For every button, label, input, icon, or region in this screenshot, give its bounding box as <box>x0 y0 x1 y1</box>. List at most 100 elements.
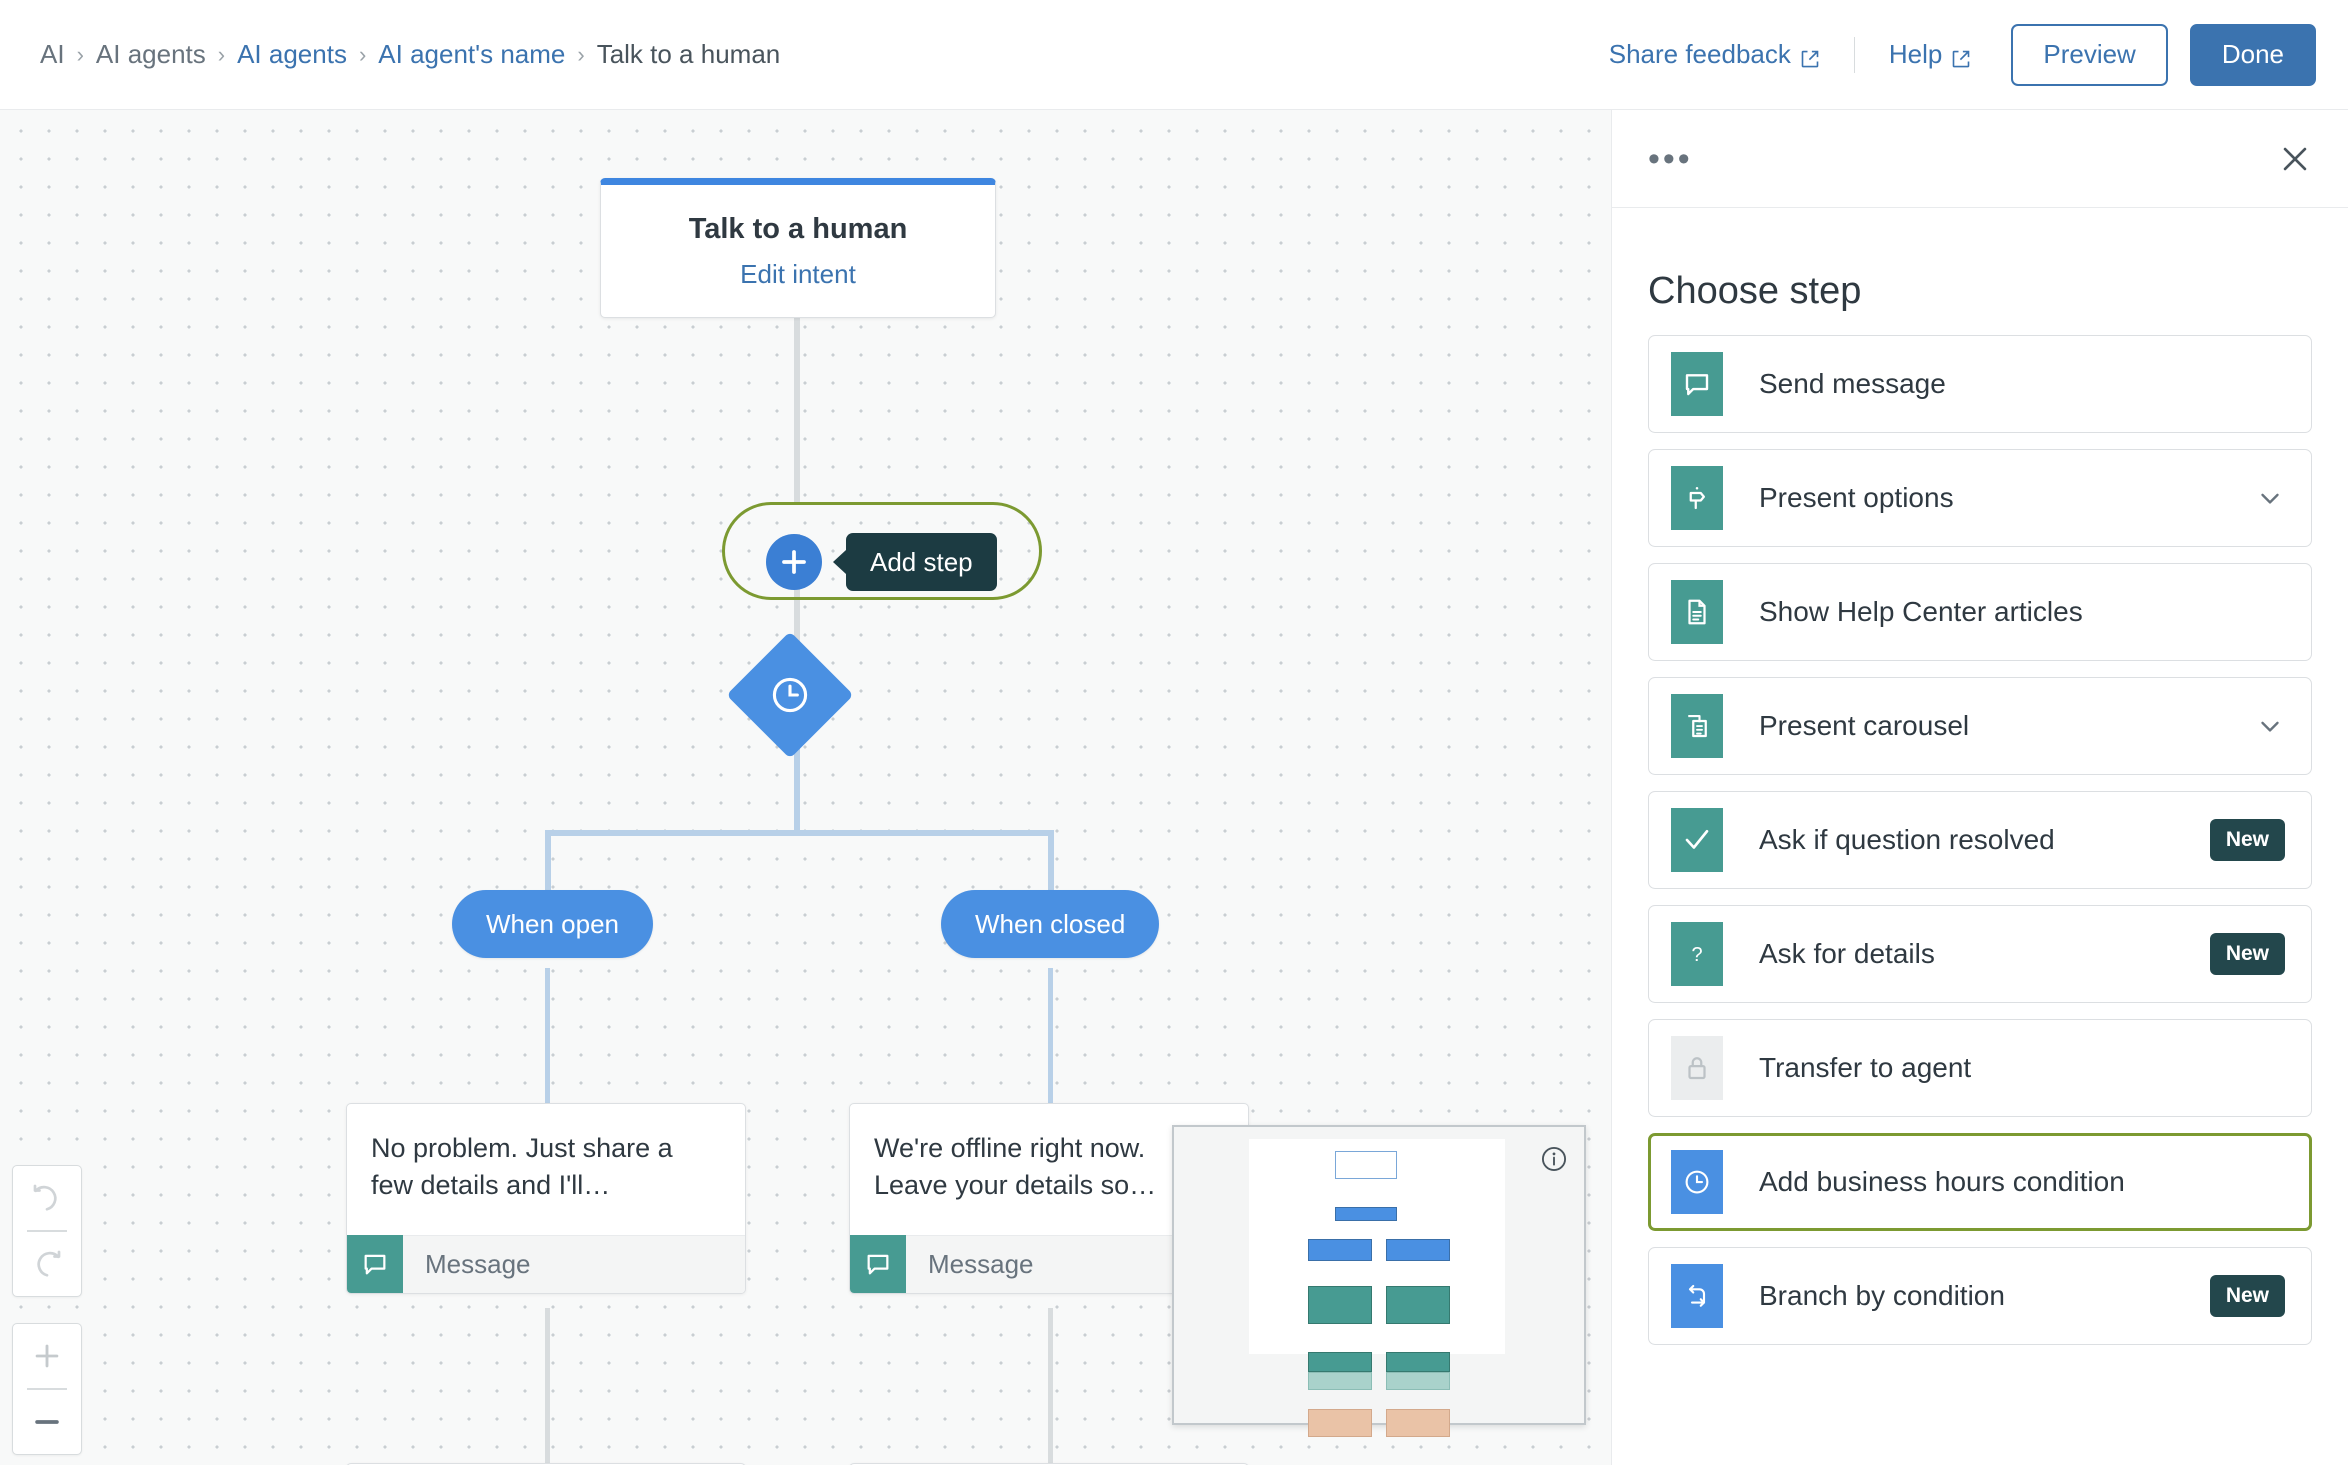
message-card-type-label: Message <box>928 1248 1034 1279</box>
svg-text:?: ? <box>1691 944 1702 966</box>
plus-icon <box>35 1344 59 1368</box>
preview-shape-transfer-right <box>1386 1409 1450 1437</box>
undo-icon <box>33 1184 57 1211</box>
connector-line <box>545 830 551 898</box>
more-options-icon[interactable]: ••• <box>1648 139 1693 178</box>
preview-shape-ask-right-top <box>1386 1352 1450 1372</box>
breadcrumb-separator: › <box>358 41 367 67</box>
connector-line <box>794 318 800 504</box>
step-option-show-help-center-articles[interactable]: Show Help Center articles <box>1648 563 2312 661</box>
question-mark-icon: ? <box>1671 922 1723 986</box>
minus-icon <box>35 1420 59 1424</box>
top-bar-actions: Share feedback Help Preview Done <box>1609 23 2316 86</box>
add-step-focus-ring <box>722 502 1042 600</box>
breadcrumb-item-3[interactable]: AI agent's name <box>378 39 566 69</box>
check-icon <box>1671 808 1723 872</box>
step-option-add-business-hours-condition[interactable]: Add business hours condition <box>1648 1133 2312 1231</box>
preview-shape-branch-left <box>1308 1239 1372 1261</box>
share-feedback-label: Share feedback <box>1608 39 1791 69</box>
preview-shape-message-right <box>1386 1286 1450 1324</box>
connector-line <box>794 738 800 834</box>
help-link[interactable]: Help <box>1889 39 1971 70</box>
speech-bubble-icon <box>850 1235 906 1293</box>
connector-line <box>545 1308 550 1465</box>
help-label: Help <box>1888 39 1943 69</box>
message-card-footer: Message <box>347 1234 745 1293</box>
flow-canvas[interactable]: Talk to a human Edit intent Add step Whe… <box>0 110 1611 1465</box>
connector-line <box>1048 968 1053 1106</box>
plus-icon <box>782 550 806 574</box>
zoom-out-button[interactable] <box>12 1390 82 1454</box>
connector-line <box>1048 1308 1053 1465</box>
edit-intent-link[interactable]: Edit intent <box>740 258 856 289</box>
diagram-preview-popup[interactable] <box>1172 1125 1586 1437</box>
preview-shape-transfer-left <box>1308 1409 1372 1437</box>
undo-redo-toolbar <box>12 1165 82 1297</box>
connector-line <box>545 968 550 1106</box>
step-option-label: Send message <box>1759 368 1946 399</box>
new-badge: New <box>2209 1275 2285 1317</box>
top-bar: AI›AI agents›AI agents›AI agent's name›T… <box>0 0 2348 110</box>
done-button[interactable]: Done <box>2189 23 2316 86</box>
step-option-transfer-to-agent[interactable]: Transfer to agent <box>1648 1019 2312 1117</box>
breadcrumb-separator: › <box>76 41 84 67</box>
message-text: We're offline right now. Leave your deta… <box>874 1133 1157 1201</box>
step-option-label: Transfer to agent <box>1759 1052 1972 1083</box>
add-step-button[interactable] <box>766 534 822 590</box>
preview-button[interactable]: Preview <box>2011 23 2168 86</box>
zoom-toolbar <box>12 1323 82 1455</box>
close-icon[interactable] <box>2278 142 2312 176</box>
connector-line <box>794 534 800 658</box>
breadcrumb-item-4: Talk to a human <box>596 39 781 69</box>
chevron-down-icon[interactable] <box>2255 483 2285 513</box>
share-feedback-link[interactable]: Share feedback <box>1609 39 1820 70</box>
new-badge: New <box>2209 819 2285 861</box>
chevron-down-icon[interactable] <box>2255 711 2285 741</box>
preview-shape-bar <box>1335 1207 1397 1221</box>
step-option-label: Branch by condition <box>1759 1280 2005 1311</box>
step-option-present-carousel[interactable]: Present carousel <box>1648 677 2312 775</box>
breadcrumb: AI›AI agents›AI agents›AI agent's name›T… <box>40 39 780 70</box>
preview-shape-branch-right <box>1386 1239 1450 1261</box>
preview-shape-ask-right-bottom <box>1386 1372 1450 1390</box>
message-text: No problem. Just share a few details and… <box>371 1133 673 1201</box>
connector-line <box>545 830 1054 836</box>
breadcrumb-item-2[interactable]: AI agents <box>237 39 347 69</box>
speech-bubble-icon <box>347 1235 403 1293</box>
step-option-label: Add business hours condition <box>1759 1166 2125 1197</box>
breadcrumb-item-1: AI agents <box>95 39 206 69</box>
divider <box>27 1388 67 1390</box>
message-node-card[interactable]: No problem. Just share a few details and… <box>346 1103 746 1294</box>
clock-icon <box>1671 1150 1723 1214</box>
undo-button[interactable] <box>12 1166 82 1230</box>
branch-icon <box>1671 1264 1723 1328</box>
step-option-send-message[interactable]: Send message <box>1648 335 2312 433</box>
redo-button[interactable] <box>12 1232 82 1296</box>
intent-node-card[interactable]: Talk to a human Edit intent <box>600 178 996 318</box>
carousel-icon <box>1671 694 1723 758</box>
step-option-branch-by-condition[interactable]: Branch by condition New <box>1648 1247 2312 1345</box>
divider <box>1853 36 1855 73</box>
zoom-in-button[interactable] <box>12 1324 82 1388</box>
panel-header: ••• <box>1612 110 2348 208</box>
step-option-present-options[interactable]: Present options <box>1648 449 2312 547</box>
speech-bubble-icon <box>1671 352 1723 416</box>
info-icon[interactable] <box>1540 1145 1568 1173</box>
branch-pill-when-open[interactable]: When open <box>452 890 653 958</box>
message-card-type-label: Message <box>425 1248 531 1279</box>
preview-shape-ask-left-top <box>1308 1352 1372 1372</box>
signpost-icon <box>1671 466 1723 530</box>
breadcrumb-item-0: AI <box>40 39 65 69</box>
preview-shape-ask-left-bottom <box>1308 1372 1372 1390</box>
connector-line <box>1048 830 1054 898</box>
step-option-label: Present options <box>1759 482 1954 513</box>
diagram-preview-canvas <box>1249 1139 1505 1354</box>
document-icon <box>1671 580 1723 644</box>
step-option-ask-if-question-resolved[interactable]: Ask if question resolved New <box>1648 791 2312 889</box>
branch-pill-when-closed[interactable]: When closed <box>941 890 1160 958</box>
new-badge: New <box>2209 933 2285 975</box>
step-option-label: Ask if question resolved <box>1759 824 2055 855</box>
external-link-icon <box>1800 45 1820 67</box>
